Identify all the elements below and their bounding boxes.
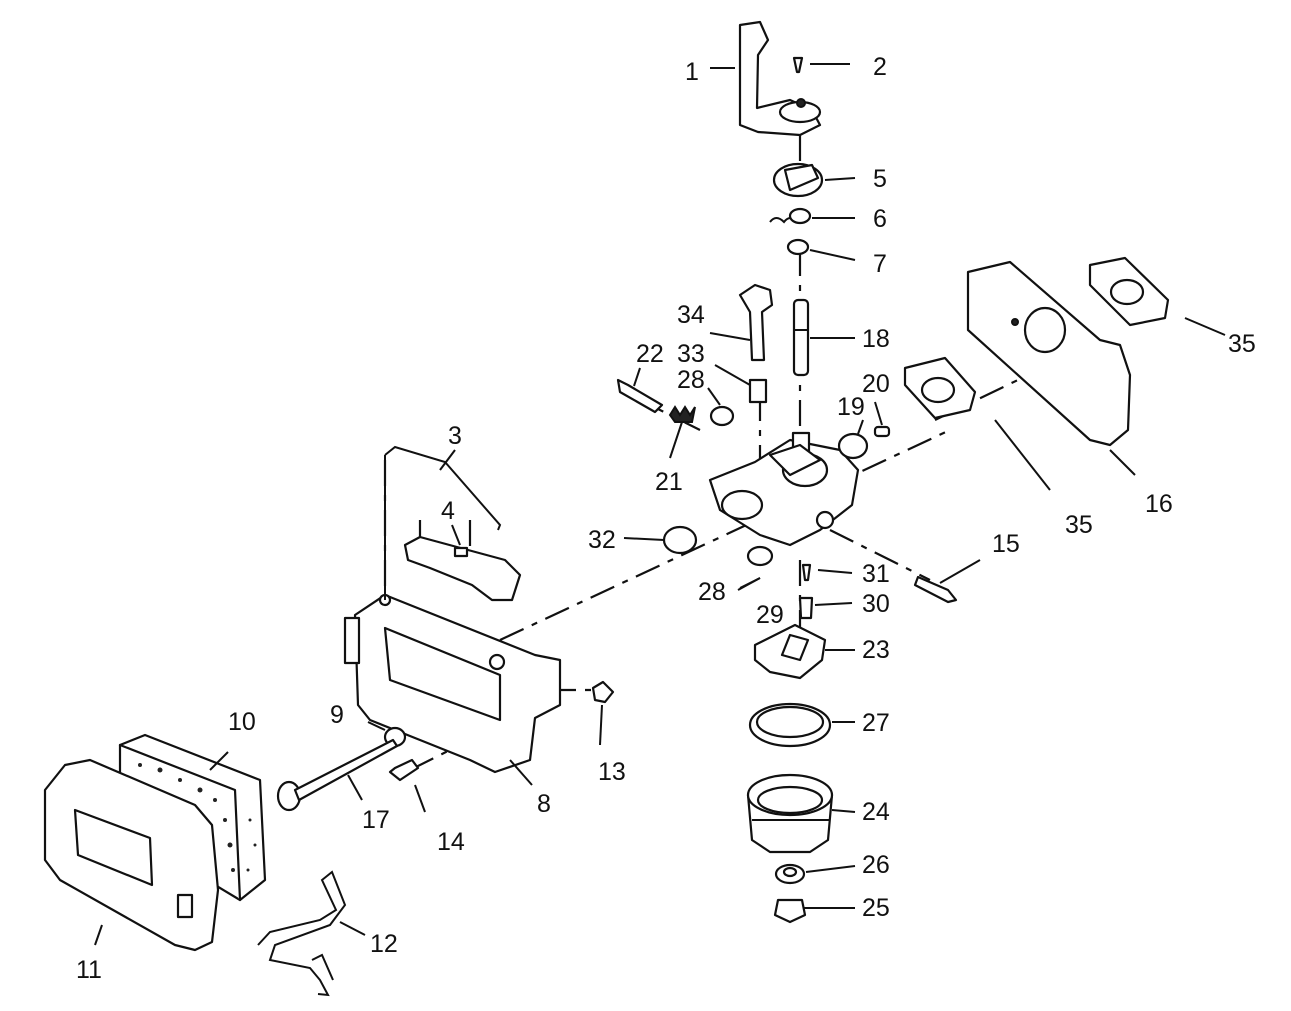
callout-20: 20 [862,370,890,398]
choke-lever-part [738,283,774,404]
callout-5: 5 [873,165,887,193]
callout-34: 34 [677,301,705,329]
callout-labels: 1 2 3 4 5 6 7 8 9 10 11 12 13 14 15 16 1… [76,53,1256,984]
callout-1: 1 [685,58,699,86]
leader-lines [94,63,1226,946]
callout-16: 16 [1145,490,1173,518]
short-screw-part [388,758,420,782]
float-part [753,623,827,680]
filter-cover-part [43,758,220,952]
o-ring-gasket-part [748,702,832,748]
idle-spring-part [668,405,696,423]
callout-2: 2 [873,53,887,81]
callout-30: 30 [862,590,890,618]
screw-part [792,56,804,74]
heat-shield-plate-part [966,260,1132,447]
idle-screw-part [616,378,664,414]
long-screw-part [276,738,399,812]
throttle-lever-part [738,20,822,137]
callout-18: 18 [862,325,890,353]
bail-clip-part [257,870,347,997]
callout-26: 26 [862,851,890,879]
float-bowl-part [746,773,834,854]
throttle-shaft-part [792,298,810,377]
retainer-clip-part [591,680,615,704]
plug-part-lower [746,545,774,567]
callout-28-lower: 28 [698,578,726,606]
callout-12: 12 [370,930,398,958]
callout-21: 21 [655,468,683,496]
callout-6: 6 [873,205,887,233]
callout-19: 19 [837,393,865,421]
gasket-part-lower [903,356,977,420]
choke-plate-part [403,535,522,602]
fixed-jet-pin-part [913,575,958,604]
callout-9: 9 [330,701,344,729]
throttle-cam-part [772,162,824,198]
callout-35-upper: 35 [1228,330,1256,358]
bowl-bolt-part [773,898,807,924]
jet-part [801,563,812,582]
callout-23: 23 [862,636,890,664]
pin-part [873,425,891,438]
callout-27: 27 [862,709,890,737]
callout-11: 11 [76,956,102,984]
diaphragm-plate-part [837,432,869,460]
callout-22: 22 [636,340,664,368]
callout-10: 10 [228,708,256,736]
check-valve-part [662,525,698,555]
callout-14: 14 [437,828,465,856]
callout-15: 15 [992,530,1020,558]
callout-28-upper: 28 [677,366,705,394]
washer-part [786,238,810,256]
nozzle-part [798,596,814,620]
callout-24: 24 [862,798,890,826]
callout-35-lower: 35 [1065,511,1093,539]
callout-33: 33 [677,340,705,368]
callout-31: 31 [862,560,890,588]
callout-17: 17 [362,806,390,834]
callout-3: 3 [448,422,462,450]
air-filter-base-part [343,593,562,774]
plug-part-upper [709,405,735,427]
carburetor-body-part [708,431,860,547]
callout-8: 8 [537,790,551,818]
bowl-washer-part [774,863,806,885]
callout-13: 13 [598,758,626,786]
callout-32: 32 [588,526,616,554]
callout-4: 4 [441,497,455,525]
gasket-part-upper [1088,256,1170,327]
callout-25: 25 [862,894,890,922]
spring-part [769,207,812,225]
callout-7: 7 [873,250,887,278]
callout-29: 29 [756,601,784,629]
